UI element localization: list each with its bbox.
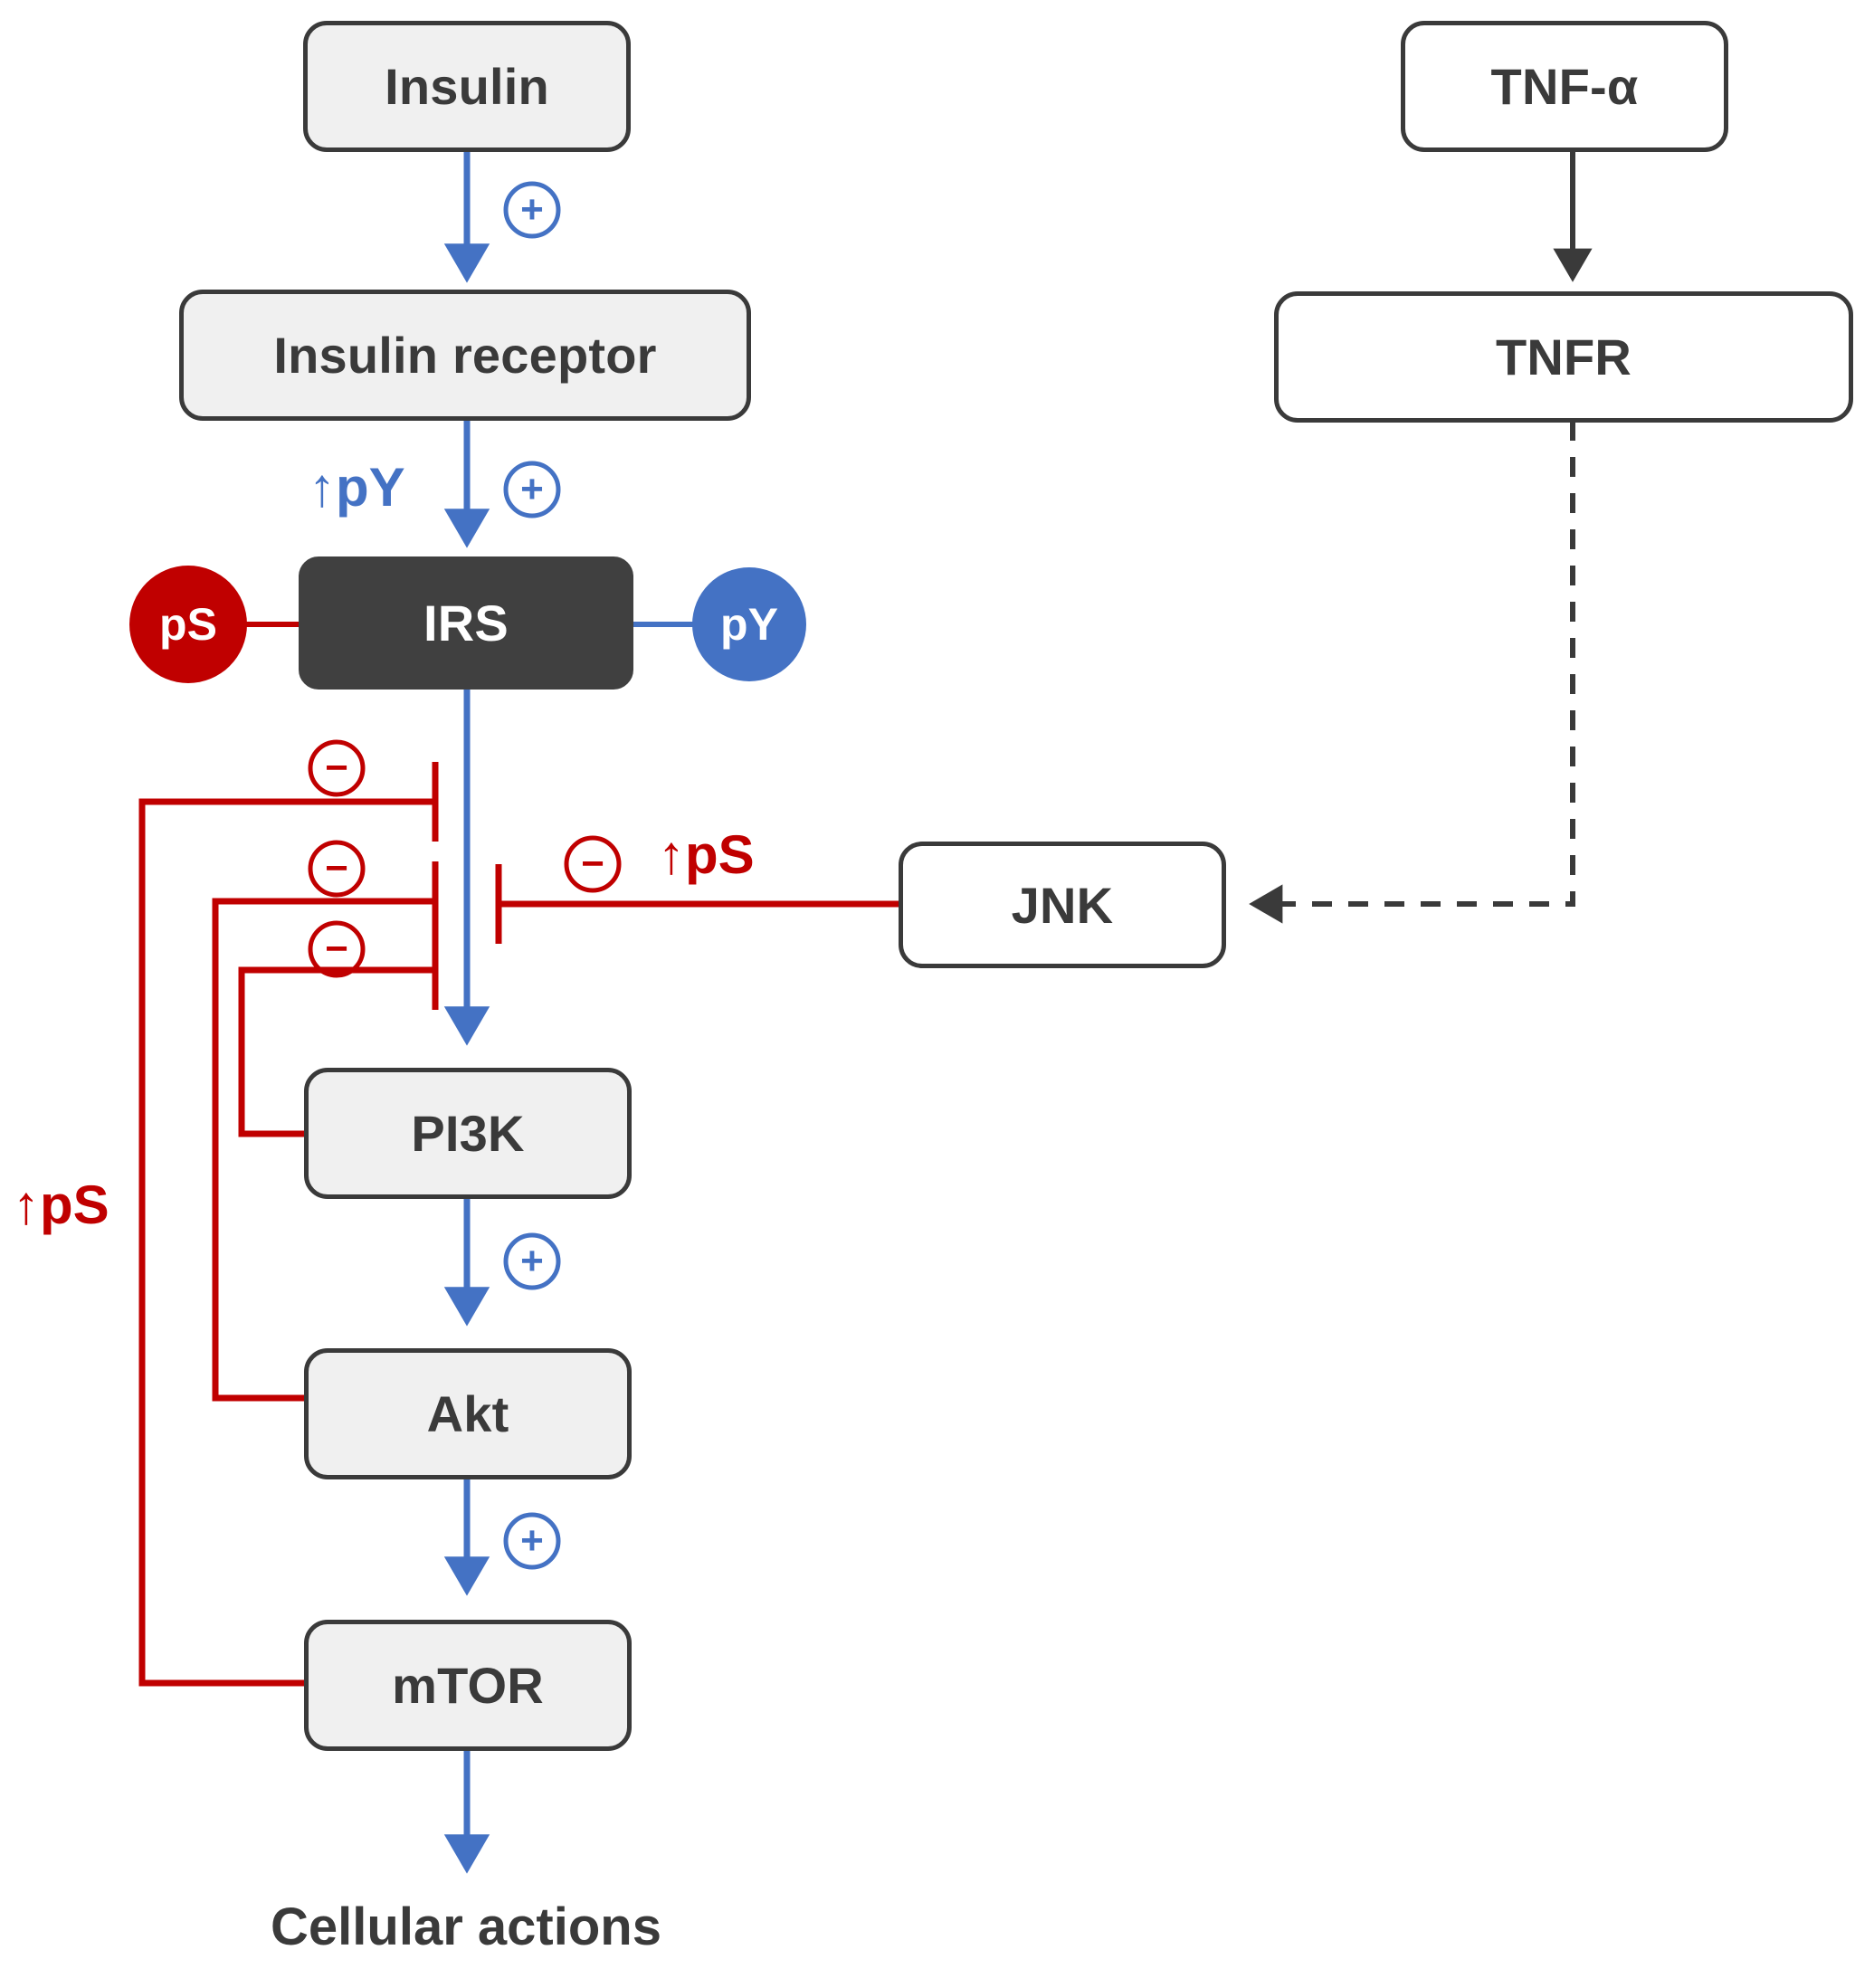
edge-pi3k-to-irs-feedback: [238, 966, 435, 1137]
node-tnf-alpha-label: TNF-α: [1490, 58, 1639, 115]
node-jnk-label: JNK: [1011, 876, 1114, 934]
plus-badge-akt-mtor: [503, 1512, 561, 1570]
minus-badge-akt-feedback: [308, 840, 366, 898]
edge-mtor-to-irs-feedback: [138, 798, 435, 1687]
node-jnk[interactable]: JNK: [899, 842, 1226, 968]
py-badge-label: pY: [720, 599, 778, 650]
minus-glyph-akt-feedback: −: [325, 846, 348, 890]
node-mtor[interactable]: mTOR: [304, 1620, 632, 1751]
minus-badge-jnk: [564, 835, 622, 893]
minus-badge-pi3k-feedback: [308, 920, 366, 978]
minus-glyph-mtor-feedback: −: [325, 746, 348, 790]
node-insulin-receptor[interactable]: Insulin receptor: [179, 290, 751, 421]
edge-label-up-ps-jnk: ↑pS: [658, 824, 755, 885]
node-insulin[interactable]: Insulin: [303, 21, 631, 152]
py-badge[interactable]: pY: [692, 567, 806, 681]
node-insulin-label: Insulin: [385, 58, 549, 115]
node-tnfr[interactable]: TNFR: [1274, 291, 1853, 423]
node-irs-label: IRS: [423, 594, 509, 652]
cellular-actions-label: Cellular actions: [271, 1898, 661, 1956]
plus-glyph-akt-mtor: +: [520, 1518, 544, 1563]
minus-badge-mtor-feedback: [308, 739, 366, 797]
plus-badge-insulin-receptor: [503, 181, 561, 239]
plus-glyph-pi3k-akt: +: [520, 1239, 544, 1283]
node-mtor-label: mTOR: [392, 1657, 544, 1714]
edge-tnfr-to-jnk: [1249, 421, 1575, 924]
node-tnf-alpha[interactable]: TNF-α: [1401, 21, 1728, 152]
minus-glyph-jnk: −: [581, 842, 604, 886]
node-irs[interactable]: IRS: [299, 556, 633, 690]
node-akt[interactable]: Akt: [304, 1348, 632, 1479]
edge-label-up-py: ↑pY: [309, 457, 405, 518]
plus-badge-receptor-irs: [503, 461, 561, 518]
ps-badge-label: pS: [159, 599, 217, 650]
node-tnfr-label: TNFR: [1495, 328, 1632, 385]
plus-glyph-insulin-receptor: +: [520, 187, 544, 232]
edge-akt-to-irs-feedback: [212, 898, 435, 1402]
plus-badge-pi3k-akt: [503, 1232, 561, 1290]
node-pi3k[interactable]: PI3K: [304, 1068, 632, 1199]
node-pi3k-label: PI3K: [411, 1105, 525, 1162]
edge-label-up-ps-feedback: ↑pS: [13, 1175, 109, 1235]
node-insulin-receptor-label: Insulin receptor: [273, 327, 657, 384]
node-akt-label: Akt: [426, 1385, 509, 1442]
minus-glyph-pi3k-feedback: −: [325, 927, 348, 971]
plus-glyph-receptor-irs: +: [520, 467, 544, 511]
ps-badge[interactable]: pS: [129, 566, 247, 683]
